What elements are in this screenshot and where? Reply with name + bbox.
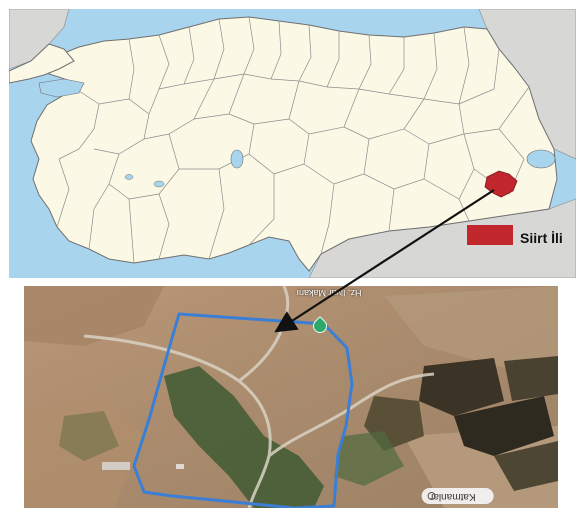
satellite-image: Hz. Ilvar Makanı Katmanlar: [24, 286, 558, 508]
lake-egirdir: [153, 180, 165, 188]
lake-burdur: [124, 174, 134, 180]
vegetation-patch: [59, 411, 119, 461]
marmara-sea: [38, 78, 85, 98]
map-svg: [9, 9, 576, 278]
structure: [102, 462, 130, 470]
turkey-province-map: Siirt İli: [9, 9, 576, 278]
thrace-land: [9, 43, 75, 84]
study-area-boundary: [132, 312, 354, 508]
place-label: Hz. Ilvar Makanı: [296, 288, 362, 298]
layers-chip-label: Katmanlar: [430, 491, 476, 502]
satellite-svg: [24, 286, 558, 508]
vegetation-patch: [334, 431, 404, 486]
layers-chip[interactable]: Katmanlar: [422, 488, 494, 504]
lake-van: [526, 149, 556, 169]
structure: [176, 464, 184, 469]
vegetation-river: [164, 366, 324, 508]
terrain-patch: [24, 286, 164, 346]
legend-swatch: [467, 225, 513, 245]
lake-tuz: [230, 149, 244, 169]
legend-label: Siirt İli: [520, 230, 563, 246]
